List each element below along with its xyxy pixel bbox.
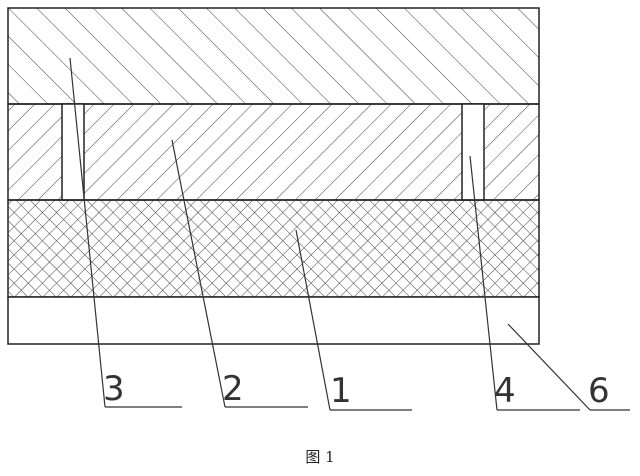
crosshatch-layer [7,199,540,298]
ref-numeral-1: 1 [330,371,352,411]
leader-line-2 [171,139,226,408]
ref-numeral-2: 2 [222,369,244,409]
ref-numeral-3: 3 [103,369,125,409]
leader-line-1 [295,229,331,411]
ref-numeral-6: 6 [588,371,610,411]
leader-line-3 [69,57,106,408]
ref-numeral-4: 4 [494,371,516,411]
leader-line-6 [507,323,591,411]
middle-layer [7,103,540,201]
base-layer [7,296,540,345]
left-slot [61,103,85,201]
top-layer [7,7,540,105]
leader-line-4 [469,155,498,411]
figure-caption: 图 1 [305,448,335,466]
